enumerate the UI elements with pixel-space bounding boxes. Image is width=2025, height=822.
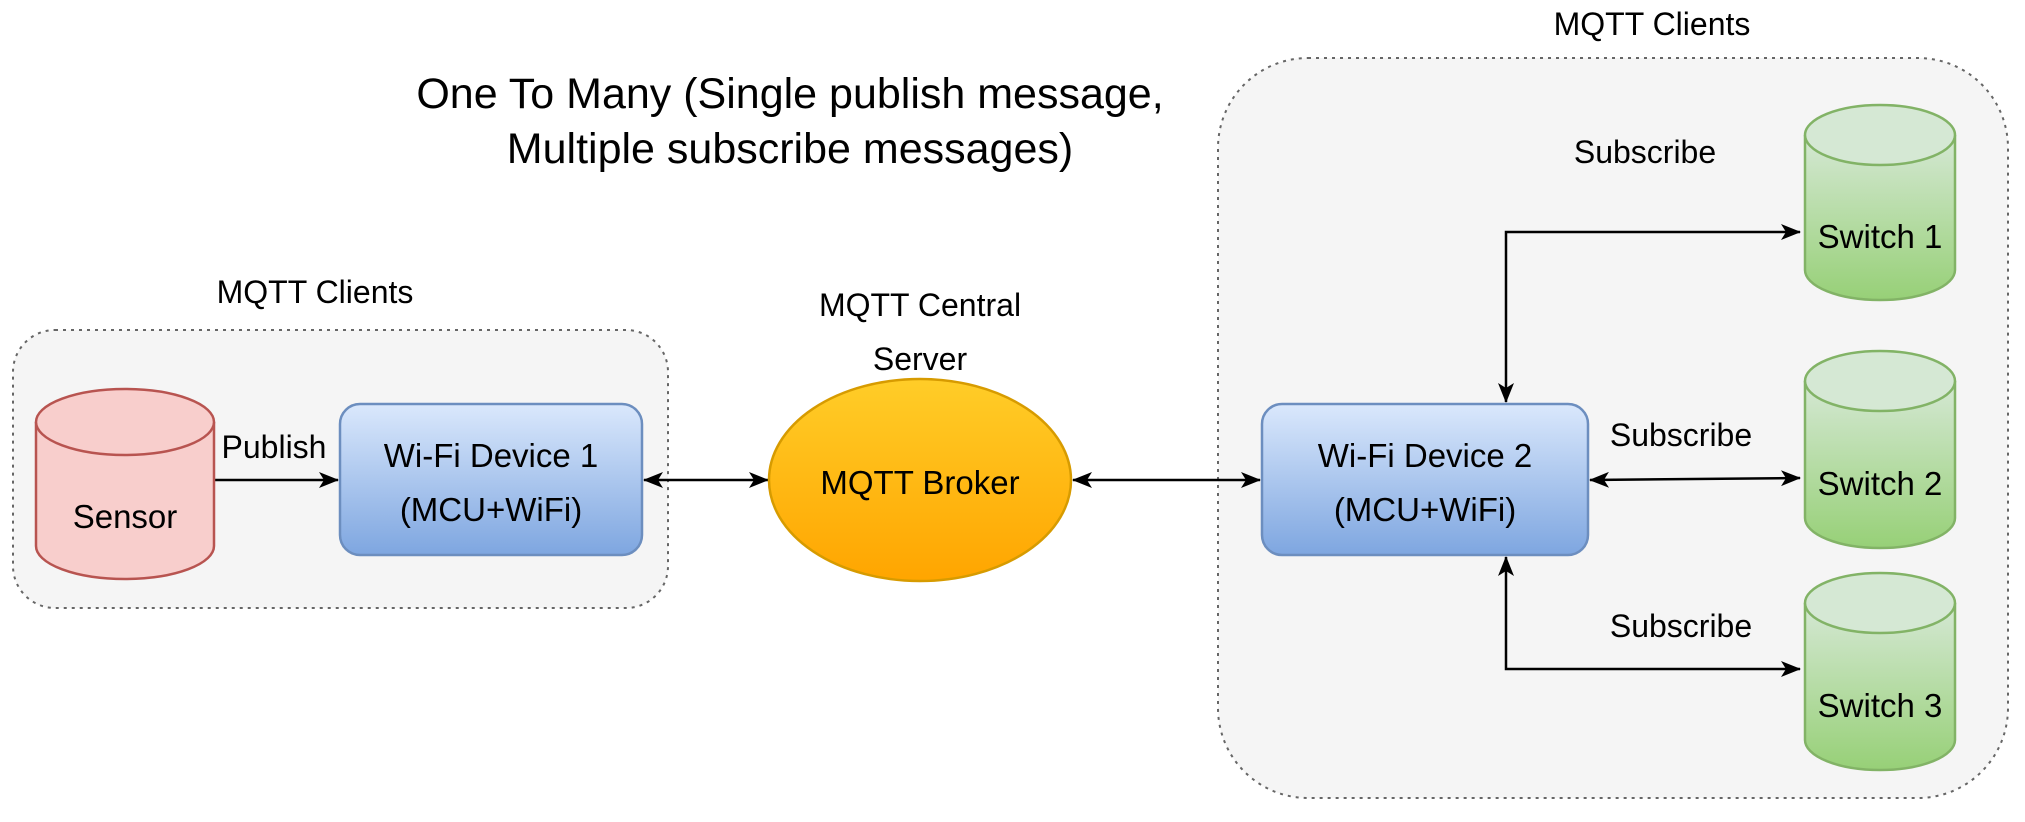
device1-label-line1: Wi-Fi Device 1 [384,437,599,474]
switch1-label: Switch 1 [1818,218,1943,255]
edge-device2-switch1 [1498,224,1801,403]
switch-1-node: Switch 1 [1803,103,1957,302]
device1-label-line2: (MCU+WiFi) [400,491,582,528]
diagram-title-line1: One To Many (Single publish message, [416,70,1163,118]
switch2-label: Switch 2 [1818,465,1943,502]
switch-3-node: Switch 3 [1803,571,1957,772]
server-label-line2: Server [873,341,968,377]
right-clients-label: MQTT Clients [1554,6,1751,42]
sensor-node: Sensor [34,387,216,581]
edge-device2-switch2 [1589,470,1801,488]
mqtt-broker-node: MQTT Broker [767,377,1073,583]
diagram-title-line2: Multiple subscribe messages) [507,125,1073,173]
subscribe-label-1: Subscribe [1574,134,1716,170]
publish-label: Publish [222,429,327,465]
broker-label: MQTT Broker [820,464,1019,501]
device2-label-line1: Wi-Fi Device 2 [1318,437,1533,474]
sensor-label: Sensor [73,498,178,535]
switch3-label: Switch 3 [1818,687,1943,724]
edge-device2-switch3 [1498,556,1801,677]
wifi-device-2-node: Wi-Fi Device 2 (MCU+WiFi) [1260,402,1590,557]
left-clients-label: MQTT Clients [217,274,414,310]
switch-2-node: Switch 2 [1803,349,1957,550]
device2-label-line2: (MCU+WiFi) [1334,491,1516,528]
subscribe-label-2: Subscribe [1610,417,1752,453]
wifi-device-1-node: Wi-Fi Device 1 (MCU+WiFi) [338,402,644,557]
server-label-line1: MQTT Central [819,287,1021,323]
subscribe-label-3: Subscribe [1610,608,1752,644]
